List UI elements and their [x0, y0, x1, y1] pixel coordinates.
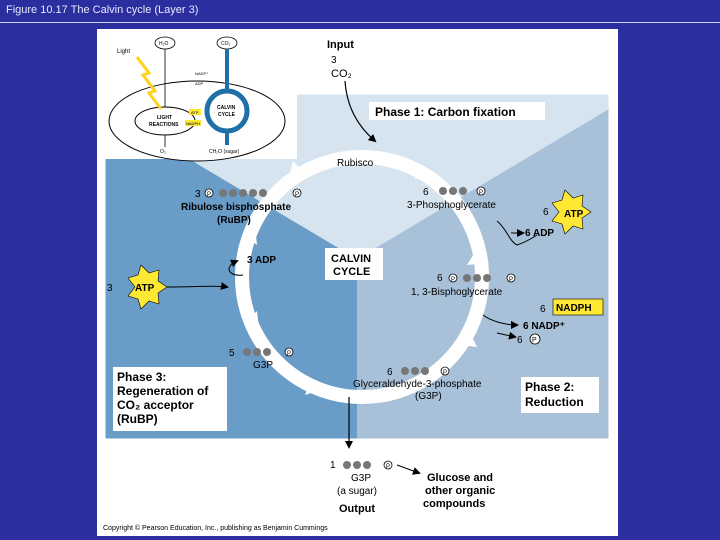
g3p5-name: G3P: [253, 360, 273, 371]
figure-title: Figure 10.17 The Calvin cycle (Layer 3): [6, 4, 199, 16]
p3-adp-arrow: [228, 259, 244, 276]
phase1-label: Phase 1: Carbon fixation: [375, 105, 516, 119]
phase3-region: [105, 109, 357, 439]
bpg-molecule: 6 P P 1, 3-Bisphoglycerate: [411, 273, 516, 298]
output-label: Output: [339, 503, 375, 515]
calvin-cycle-diagram: Light H₂O CO₂ LIGHT REACTIONS CALVIN CYC…: [97, 29, 610, 532]
light-bolt-icon: [135, 56, 163, 110]
cycle-arrowheads: [243, 161, 489, 395]
phase3-label-2: Regeneration of: [117, 384, 209, 398]
output-name: G3P: [351, 473, 371, 484]
output-product-1: Glucose and: [427, 472, 493, 484]
p2-atp-label: ATP: [564, 209, 584, 220]
output-product-2: other organic: [425, 485, 495, 497]
copyright: Copyright © Pearson Education, Inc., pub…: [103, 524, 328, 532]
nadph-label: NADPH: [556, 303, 592, 314]
input-label: Input: [327, 39, 354, 51]
atp-burst-phase2: [551, 189, 592, 235]
p3-atp-arrow: [166, 282, 229, 290]
atp-use-arrow: [496, 220, 538, 246]
mini-calvin-1: CALVIN: [217, 105, 236, 111]
chloroplast-co2: CO₂: [221, 41, 231, 47]
output-note: (a sugar): [337, 486, 377, 497]
bpg-name: 1, 3-Bisphoglycerate: [411, 287, 503, 298]
output-p: P: [386, 464, 390, 470]
chloroplast-sugar: CH₂O (sugar): [209, 149, 240, 155]
bpg-p1: P: [451, 277, 455, 283]
output-product-3: compounds: [423, 498, 485, 510]
bpg-p2: P: [509, 277, 513, 283]
nadph-box: [552, 298, 604, 316]
mini-calvin-2: CYCLE: [218, 112, 236, 118]
rubp-abbr: (RuBP): [217, 215, 251, 226]
rubisco-label: Rubisco: [337, 158, 374, 169]
p2-atp-count: 6: [543, 207, 549, 218]
atp-burst-phase3: [127, 264, 168, 310]
center-label-2: CYCLE: [333, 266, 370, 278]
rubp-molecule: 3 P P Ribulose bisphosphate (RuBP): [181, 188, 302, 226]
g3p-p: P: [443, 370, 447, 376]
p3-adp-label: 3 ADP: [247, 255, 276, 266]
g3p-count: 6: [387, 367, 393, 378]
mini-nadp: NADP⁺: [195, 71, 208, 76]
input-arrow: [344, 80, 377, 143]
pga-count: 6: [423, 187, 429, 198]
nadph-count: 6: [540, 304, 546, 315]
pga-name: 3-Phosphoglycerate: [407, 200, 496, 211]
p3-atp-label: ATP: [135, 283, 155, 294]
pi-symbol: P: [532, 337, 537, 344]
output-count: 1: [330, 460, 336, 471]
rubp-count: 3: [195, 189, 201, 200]
title-divider: [0, 22, 720, 23]
g3p5-p: P: [287, 351, 291, 357]
input-count: 3: [331, 55, 337, 66]
g3p-name: Glyceraldehyde-3-phosphate: [353, 379, 482, 390]
chloroplast-h2o: H₂O: [159, 41, 169, 47]
pga-molecule: 6 P 3-Phosphoglycerate: [407, 186, 496, 211]
phase-background-frame: [104, 93, 610, 440]
diagram-panel: Light H₂O CO₂ LIGHT REACTIONS CALVIN CYC…: [97, 29, 618, 536]
pga-p: P: [479, 190, 483, 196]
mini-adp: ADP: [195, 81, 204, 86]
chloroplast-o2: O₂: [160, 149, 166, 155]
mini-nadph: NADPH: [186, 121, 200, 126]
mini-light-reactions-2: REACTIONS: [149, 122, 179, 128]
center-label-1: CALVIN: [331, 253, 371, 265]
mini-light-reactions-1: LIGHT: [157, 115, 172, 121]
rubp-p2: P: [295, 192, 299, 198]
mini-atp: ATP: [191, 110, 199, 115]
chloroplast-light-label: Light: [117, 49, 130, 55]
phase3-label-3: CO₂ acceptor: [117, 398, 194, 412]
output-product-arrow: [396, 464, 421, 475]
g3p-abbr: (G3P): [415, 391, 442, 402]
p2-adp-label: 6 ADP: [525, 228, 554, 239]
phase3-label-1: Phase 3:: [117, 370, 166, 384]
phase2-label-1: Phase 2:: [525, 380, 574, 394]
nadph-use-arrow: [482, 314, 519, 329]
cycle-arrow: [235, 150, 489, 404]
bpg-count: 6: [437, 273, 443, 284]
g3p-molecule: 6 P Glyceraldehyde-3-phosphate (G3P): [353, 366, 482, 402]
g3p5-count: 5: [229, 348, 235, 359]
rubp-p1: P: [207, 192, 211, 198]
phase3-label-4: (RuBP): [117, 412, 158, 426]
nadp-label: 6 NADP⁺: [523, 321, 565, 332]
p3-atp-count: 3: [107, 283, 113, 294]
phase2-label-2: Reduction: [525, 395, 584, 409]
pi-count: 6: [517, 335, 523, 346]
input-co2: CO₂: [331, 68, 352, 80]
rubp-name: Ribulose bisphosphate: [181, 202, 291, 213]
chloroplast-inset: Light H₂O CO₂ LIGHT REACTIONS CALVIN CYC…: [97, 29, 297, 162]
g3p-five-molecule: 5 P G3P: [229, 347, 294, 371]
